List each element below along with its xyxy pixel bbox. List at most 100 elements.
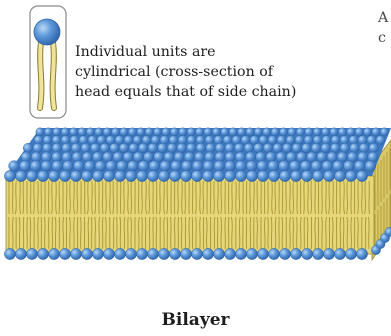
lipid-head	[148, 143, 158, 153]
lipid-head	[279, 128, 287, 136]
lipid-head	[59, 248, 70, 259]
lipid-head	[92, 248, 103, 259]
lipid-head	[279, 248, 290, 259]
lipid-head	[153, 128, 161, 136]
lipid-head	[169, 248, 180, 259]
lipid-head	[137, 128, 145, 136]
lipid-head	[246, 128, 254, 136]
lipid-head	[114, 170, 125, 181]
lipid-tail	[268, 181, 269, 214]
lipid-tail	[196, 181, 197, 214]
lipid-head	[279, 161, 290, 172]
lipid-head	[92, 170, 103, 181]
lipid-head	[350, 143, 360, 153]
structure-label: Bilayer	[0, 310, 391, 330]
lipid-tail	[23, 217, 24, 249]
lipid-head	[136, 170, 147, 181]
lipid-head	[158, 143, 168, 153]
lipid-tail	[322, 217, 323, 249]
clipped-line-1: A	[378, 8, 388, 28]
lipid-head	[354, 161, 365, 172]
lipid-head	[300, 161, 311, 172]
lipid-head	[246, 248, 257, 259]
lipid-head	[4, 170, 15, 181]
lipid-tail	[322, 181, 323, 214]
lipid-tail	[340, 181, 341, 214]
lipid-head	[196, 143, 206, 153]
lipid-head	[271, 128, 279, 136]
lipid-head	[69, 128, 77, 136]
lipid-tail	[297, 217, 298, 249]
lipid-head	[340, 143, 350, 153]
lipid-head	[268, 161, 279, 172]
lipid-head	[204, 128, 212, 136]
lipid-head	[9, 161, 20, 172]
lipid-head	[106, 161, 117, 172]
lipid-tail	[351, 181, 352, 214]
lipid-head	[90, 143, 100, 153]
lipid-head	[237, 128, 245, 136]
lipid-head	[95, 161, 106, 172]
lipid-head	[147, 170, 158, 181]
lipid-head	[257, 161, 268, 172]
lipid-tail	[99, 217, 100, 249]
lipid-tail-right-fill	[53, 42, 54, 108]
lipid-head	[235, 248, 246, 259]
lipid-tail	[52, 217, 53, 249]
lipid-head	[347, 128, 355, 136]
lipid-head	[111, 128, 119, 136]
lipid-head	[179, 128, 187, 136]
lipid-tail	[232, 181, 233, 214]
lipid-tail	[27, 217, 28, 249]
lipid-head	[158, 248, 169, 259]
lipid-head	[296, 128, 304, 136]
lipid-head	[52, 143, 62, 153]
lipid-tail	[293, 217, 294, 249]
lipid-head	[158, 170, 169, 181]
description-line-3: head equals that of side chain)	[75, 82, 296, 102]
lipid-head	[312, 248, 323, 259]
lipid-head	[37, 248, 48, 259]
lipid-head	[187, 128, 195, 136]
lipid-head	[305, 128, 313, 136]
lipid-head	[302, 143, 312, 153]
lipid-head	[215, 143, 225, 153]
lipid-head	[191, 248, 202, 259]
clipped-adjacent-text: A c	[378, 8, 388, 48]
lipid-head	[70, 136, 79, 145]
lipid-head	[225, 143, 235, 153]
lipid-head	[292, 143, 302, 153]
lipid-head	[334, 248, 345, 259]
lipid-head	[114, 248, 125, 259]
lipid-head	[317, 152, 327, 162]
lipid-head	[259, 136, 268, 145]
description-line-1: Individual units are	[75, 42, 296, 62]
lipid-head	[268, 248, 279, 259]
lipid-head	[363, 128, 371, 136]
lipid-head	[48, 170, 59, 181]
lipid-head	[41, 161, 52, 172]
lipid-head	[71, 143, 81, 153]
lipid-head	[125, 170, 136, 181]
lipid-head	[84, 161, 95, 172]
lipid-head	[312, 170, 323, 181]
lipid-head	[36, 128, 44, 136]
lipid-head	[26, 248, 37, 259]
lipid-head	[180, 248, 191, 259]
lipid-head	[15, 170, 26, 181]
lipid-tail	[74, 217, 75, 249]
lipid-head	[129, 143, 139, 153]
lipid-head	[72, 152, 82, 162]
lipid-head	[290, 248, 301, 259]
lipid-head	[214, 136, 223, 145]
lipid-head	[254, 143, 264, 153]
lipid-head	[229, 128, 237, 136]
lipid-head	[59, 170, 70, 181]
lipid-head	[206, 143, 216, 153]
lipid-tail	[286, 181, 287, 214]
lipid-tail	[13, 181, 14, 214]
lipid-head	[234, 143, 244, 153]
lipid-head	[180, 170, 191, 181]
lipid-head	[167, 143, 177, 153]
lipid-head	[62, 143, 72, 153]
